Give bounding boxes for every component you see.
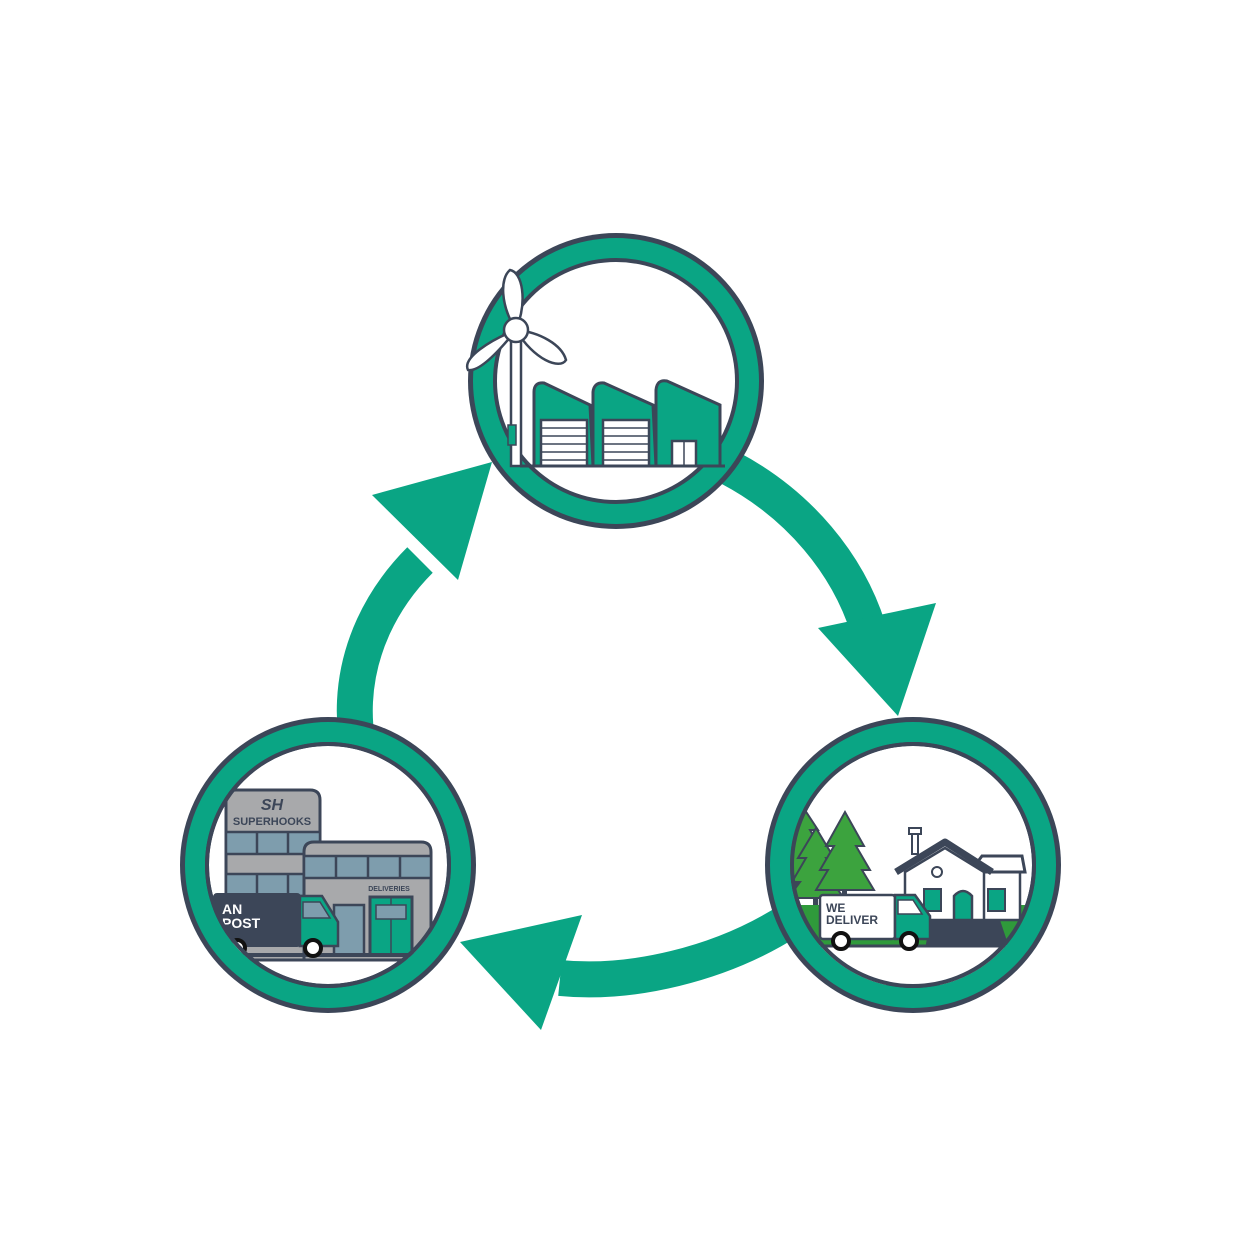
post-van-icon: AN POST [205,893,440,958]
dock-sign: DELIVERIES [368,886,410,893]
van-label-line1: AN [222,901,242,917]
van-label-line2: POST [222,915,261,931]
van-wheel [303,938,323,958]
delivery-van-icon: WE DELIVER [818,893,932,951]
node-warehouse: SH SUPERHOOKS DELIVERIES AN PO [180,717,476,1013]
van-label-line1: WE [826,901,845,915]
van-label-line2: DELIVER [826,913,878,927]
node-home: WE DELIVER [765,717,1061,1013]
building-logo: SH [261,797,284,814]
factory-door [670,439,698,468]
arrow-factory-to-home [721,452,936,716]
roller-door-2 [601,418,651,468]
roller-door-1 [539,418,589,468]
van-wheel [899,931,919,951]
house-icon [894,827,1027,922]
node-factory [465,233,764,529]
arrow-home-to-warehouse [460,904,800,1030]
building-name: SUPERHOOKS [233,816,311,828]
van-wheel [831,931,851,951]
factory-icon [520,379,725,468]
wind-turbine-icon [465,268,568,468]
